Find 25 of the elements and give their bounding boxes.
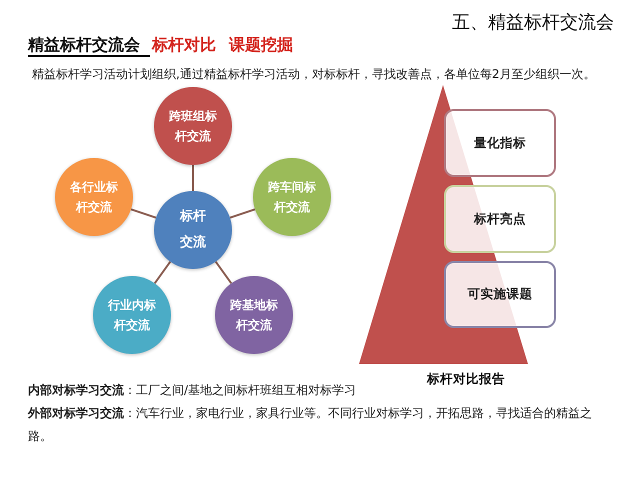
rounded-box xyxy=(444,261,556,328)
box-label: 可实施课题 xyxy=(468,285,532,304)
description-text: 外部对标学习交流：汽车行业，家电行业，家具行业等。不同行业对标学习，开拓思路，寻找适合的精益之路。 xyxy=(28,405,593,445)
circle-label: 跨车间标杆交流 xyxy=(267,179,317,216)
description-text: 内部对标学习交流：工厂之间/基地之间标杆班组互相对标学习 xyxy=(28,382,356,399)
rounded-box xyxy=(444,185,556,253)
highlight-text: 课题挖掘 xyxy=(229,35,293,55)
box-label: 量化指标 xyxy=(474,134,526,152)
circle-label: 行业内标杆交流 xyxy=(106,297,157,334)
connector-line xyxy=(154,261,172,284)
circle-label: 跨班组标杆交流 xyxy=(168,108,218,145)
connector-line xyxy=(192,165,194,191)
page-title: 五、精益标杆交流会 xyxy=(452,11,614,35)
circle-label: 各行业标杆交流 xyxy=(69,179,119,216)
highlight-text: 标杆对比 xyxy=(152,35,216,55)
triangle-caption: 标杆对比报告 xyxy=(427,371,505,387)
connector-line xyxy=(214,261,232,284)
intro-text: 精益标杆学习活动计划组织,通过精益标杆学习活动，对标标杆，寻找改善点，各单位每2月至少组织一次。 xyxy=(32,66,596,82)
circle-label: 跨基地标杆交流 xyxy=(229,297,279,334)
section-heading: 精益标杆交流会 xyxy=(28,35,150,57)
connector-line xyxy=(230,208,256,219)
connector-line xyxy=(130,208,156,219)
box-label: 标杆亮点 xyxy=(474,210,526,228)
circle-label: 标杆交流 xyxy=(178,208,207,252)
rounded-box xyxy=(444,109,556,177)
